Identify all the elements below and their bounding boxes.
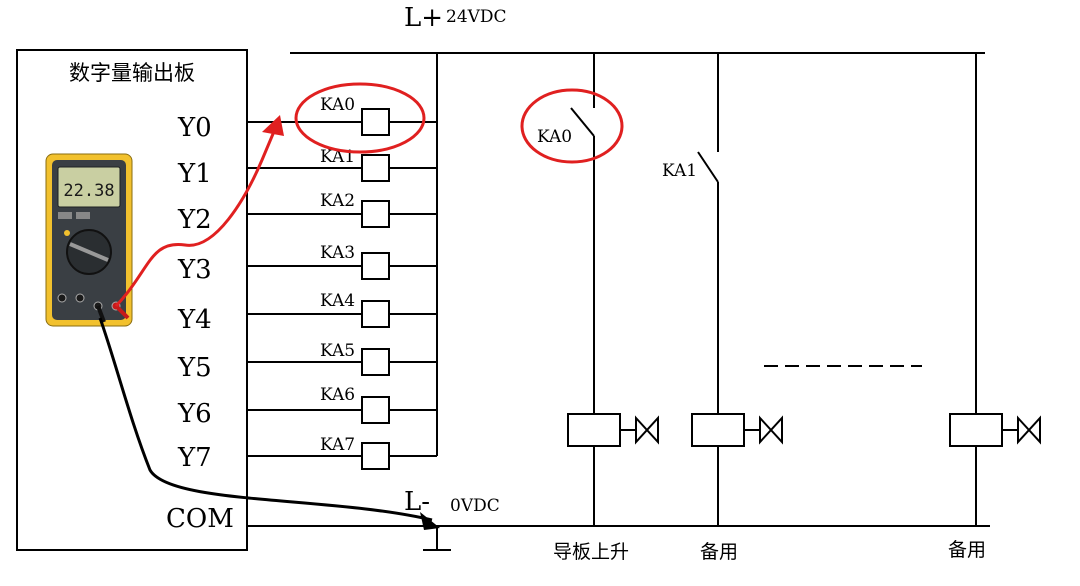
relay-row-ka4 xyxy=(247,300,437,328)
output-label-y5: Y5 xyxy=(177,353,212,383)
load-label-2: 备用 xyxy=(700,541,738,563)
l-minus-label: L- xyxy=(404,487,430,517)
l-plus-label: L+ xyxy=(404,3,443,33)
highlight-coil-ka0 xyxy=(294,82,426,154)
output-label-y2: Y2 xyxy=(177,205,212,235)
load-label-3: 备用 xyxy=(948,539,986,561)
coil-label-ka3: KA3 xyxy=(320,243,355,263)
output-label-y3: Y3 xyxy=(177,255,212,285)
coil-label-ka4: KA4 xyxy=(320,291,355,311)
l-plus-voltage: 24VDC xyxy=(446,7,507,27)
branch-ka0 xyxy=(567,53,659,526)
l-minus-voltage: 0VDC xyxy=(450,496,500,516)
relay-row-ka1 xyxy=(247,154,437,182)
relay-row-ka2 xyxy=(247,200,437,228)
black-arrowhead xyxy=(420,512,440,530)
output-label-com: COM xyxy=(166,504,234,534)
branch-ka1 xyxy=(691,53,783,526)
black-probe-wire xyxy=(98,317,433,522)
output-label-y6: Y6 xyxy=(177,399,212,429)
output-label-y4: Y4 xyxy=(177,305,212,335)
ground-symbol xyxy=(423,526,451,551)
relay-row-ka7 xyxy=(247,442,437,470)
coil-label-ka0: KA0 xyxy=(320,95,355,115)
output-label-y1: Y1 xyxy=(177,159,212,189)
contact-label-ka1: KA1 xyxy=(662,161,697,181)
multimeter: 22.38 xyxy=(45,153,133,327)
meter-screen xyxy=(57,166,121,208)
output-label-y7: Y7 xyxy=(177,443,212,473)
highlight-contact-ka0 xyxy=(520,88,624,164)
relay-row-ka5 xyxy=(247,348,437,376)
red-probe-wire xyxy=(114,121,280,308)
relay-row-ka0 xyxy=(247,108,437,136)
board-title: 数字量输出板 xyxy=(69,61,195,85)
load-label-1: 导板上升 xyxy=(553,541,629,563)
meter-reading: 22.38 xyxy=(63,181,114,201)
coil-label-ka5: KA5 xyxy=(320,341,355,361)
output-label-y0: Y0 xyxy=(177,113,212,143)
contact-label-ka0: KA0 xyxy=(537,127,572,147)
relay-row-ka6 xyxy=(247,396,437,424)
branch-spare xyxy=(949,53,1041,526)
coil-label-ka7: KA7 xyxy=(320,435,355,455)
red-arrowhead xyxy=(262,115,284,136)
relay-row-ka3 xyxy=(247,252,437,280)
coil-label-ka6: KA6 xyxy=(320,385,355,405)
coil-label-ka2: KA2 xyxy=(320,191,355,211)
